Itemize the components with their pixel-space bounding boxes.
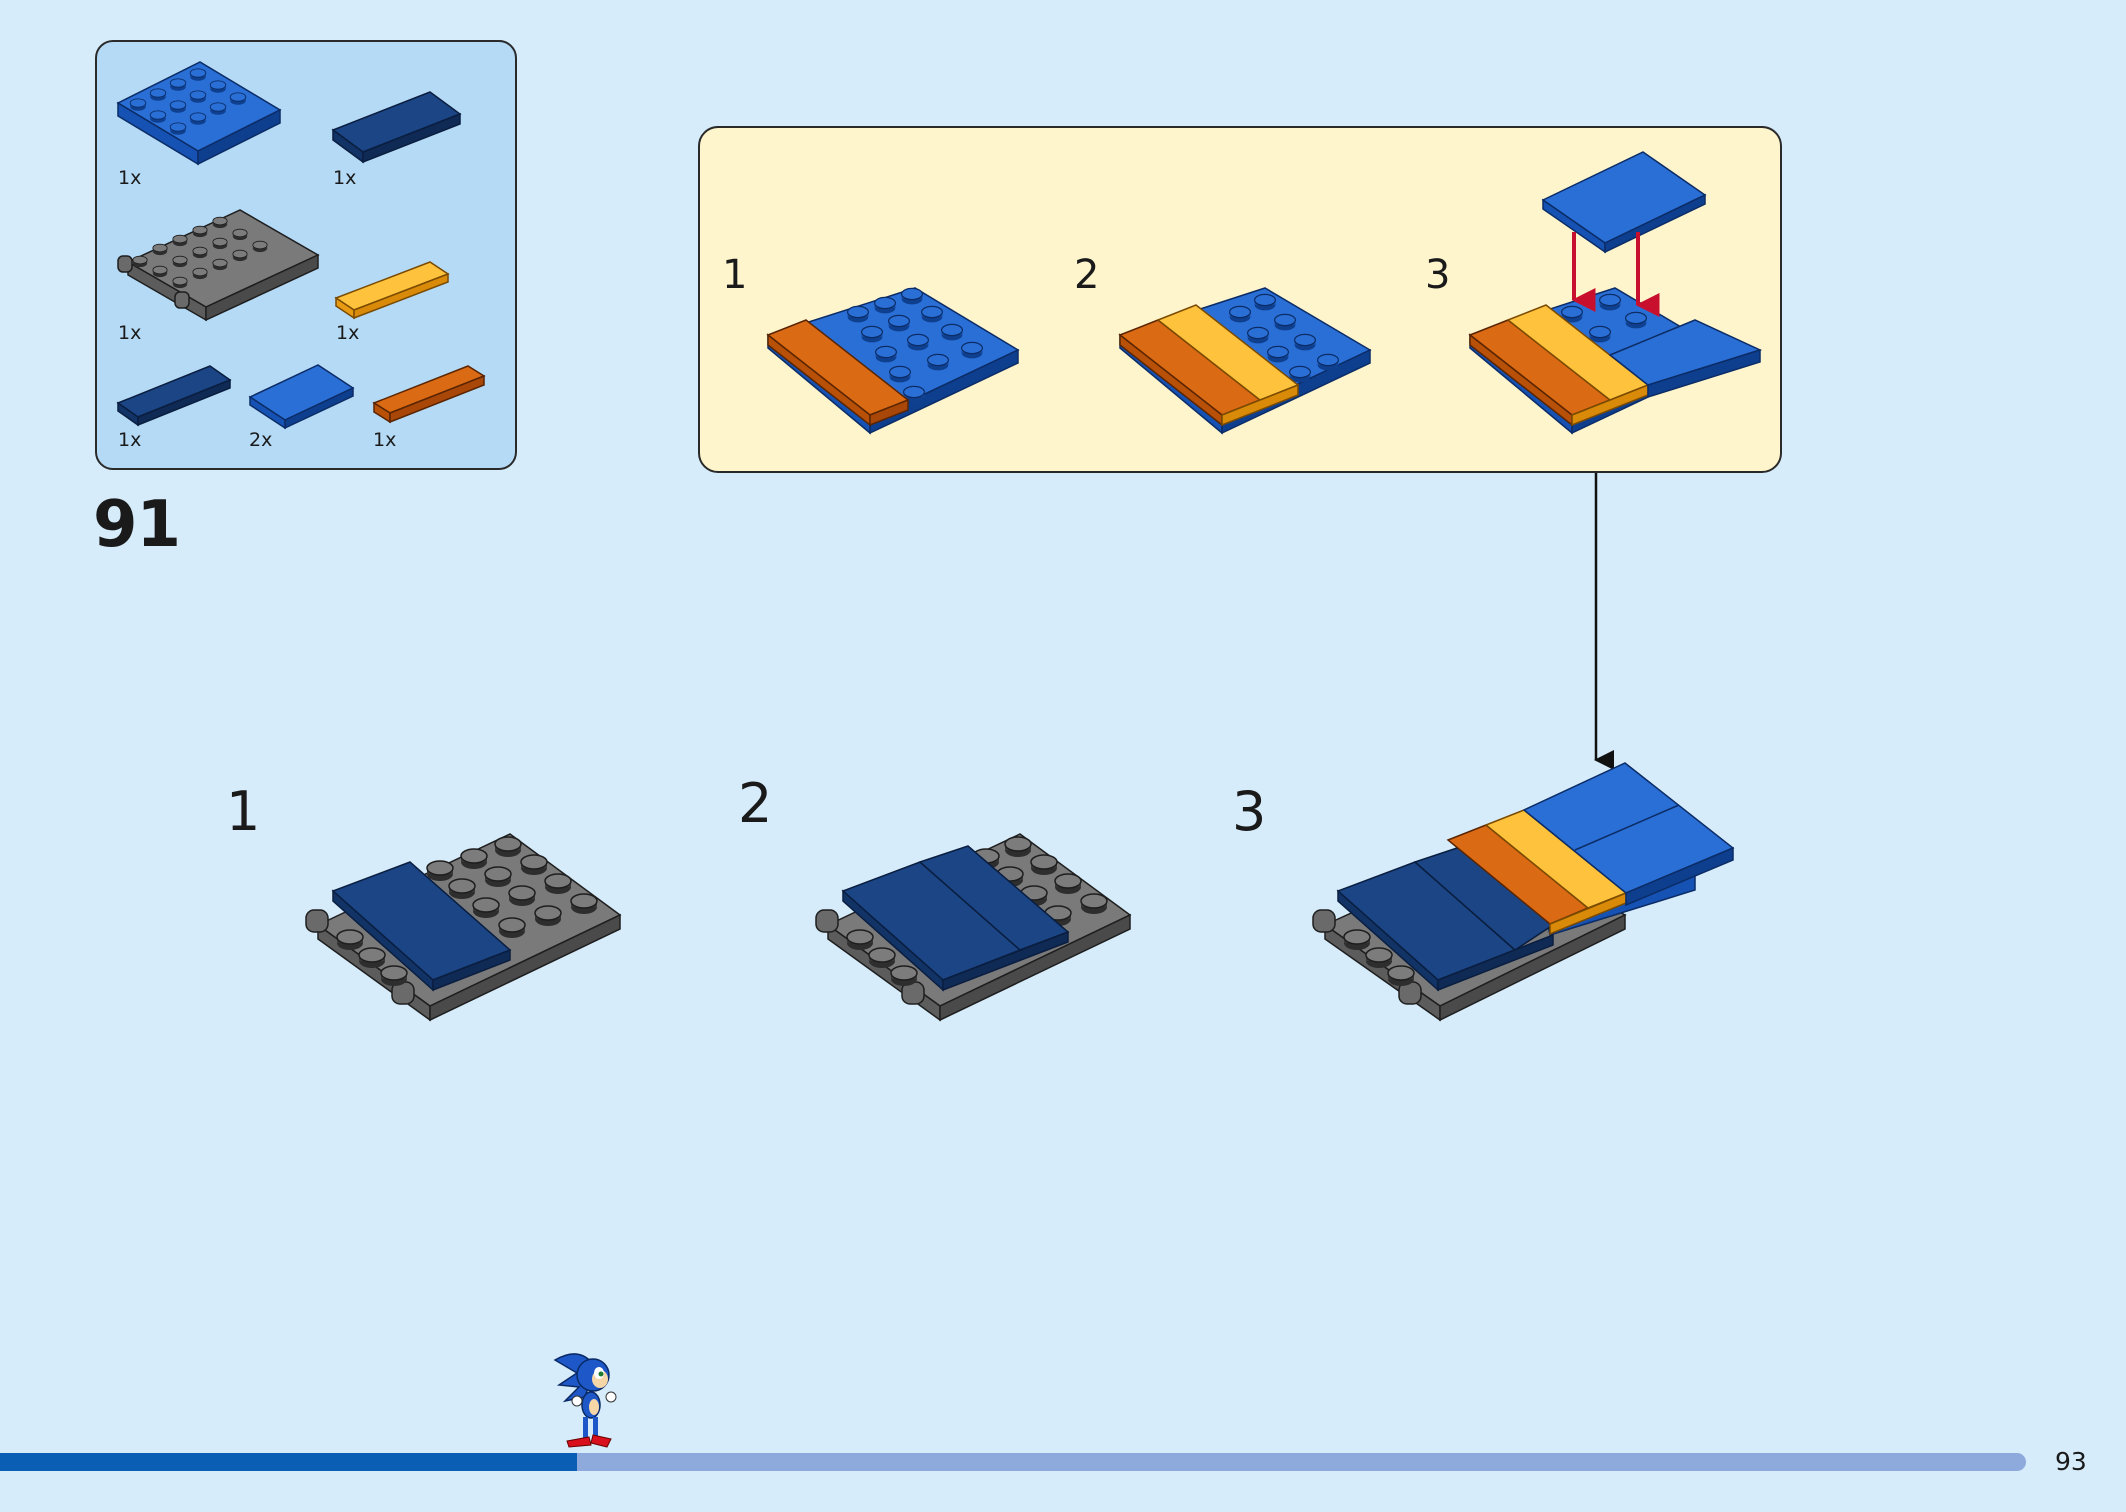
main-step-number-2: 2 (738, 772, 773, 835)
main-step-2-model (815, 833, 1132, 1022)
sonic-runner-icon (553, 1353, 617, 1448)
main-step-number-1: 1 (226, 780, 261, 843)
part-qty-orange-tile: 1x (373, 429, 397, 451)
part-orange-tile (372, 365, 486, 424)
part-qty-blue-plate: 1x (118, 167, 142, 189)
part-dark-blue-tile-small (116, 365, 232, 427)
main-step-3-model (1312, 762, 1735, 1022)
part-qty-dark-blue-tile-large: 1x (333, 167, 357, 189)
sub-step-number-3: 3 (1425, 252, 1451, 298)
part-qty-gray-plate-pins: 1x (118, 322, 142, 344)
page-number: 93 (2055, 1447, 2087, 1476)
sub-step-number-2: 2 (1074, 252, 1100, 298)
main-step-1-model (305, 833, 622, 1022)
part-qty-yellow-tile: 1x (336, 322, 360, 344)
part-blue-plate (116, 61, 282, 166)
main-step-number-3: 3 (1232, 780, 1267, 843)
sub-step-3-model (1468, 151, 1763, 435)
part-yellow-tile (334, 261, 450, 320)
part-qty-blue-tile: 2x (249, 429, 273, 451)
part-dark-blue-tile-large (331, 91, 462, 164)
part-blue-tile (248, 364, 355, 430)
progress-fill (0, 1453, 578, 1471)
sub-step-number-1: 1 (722, 252, 748, 298)
part-gray-plate-pins (117, 209, 320, 322)
part-qty-dark-blue-tile-small: 1x (118, 429, 142, 451)
step-number: 91 (93, 488, 181, 562)
sub-step-2-model (1118, 287, 1372, 435)
sub-step-1-model (766, 287, 1020, 435)
